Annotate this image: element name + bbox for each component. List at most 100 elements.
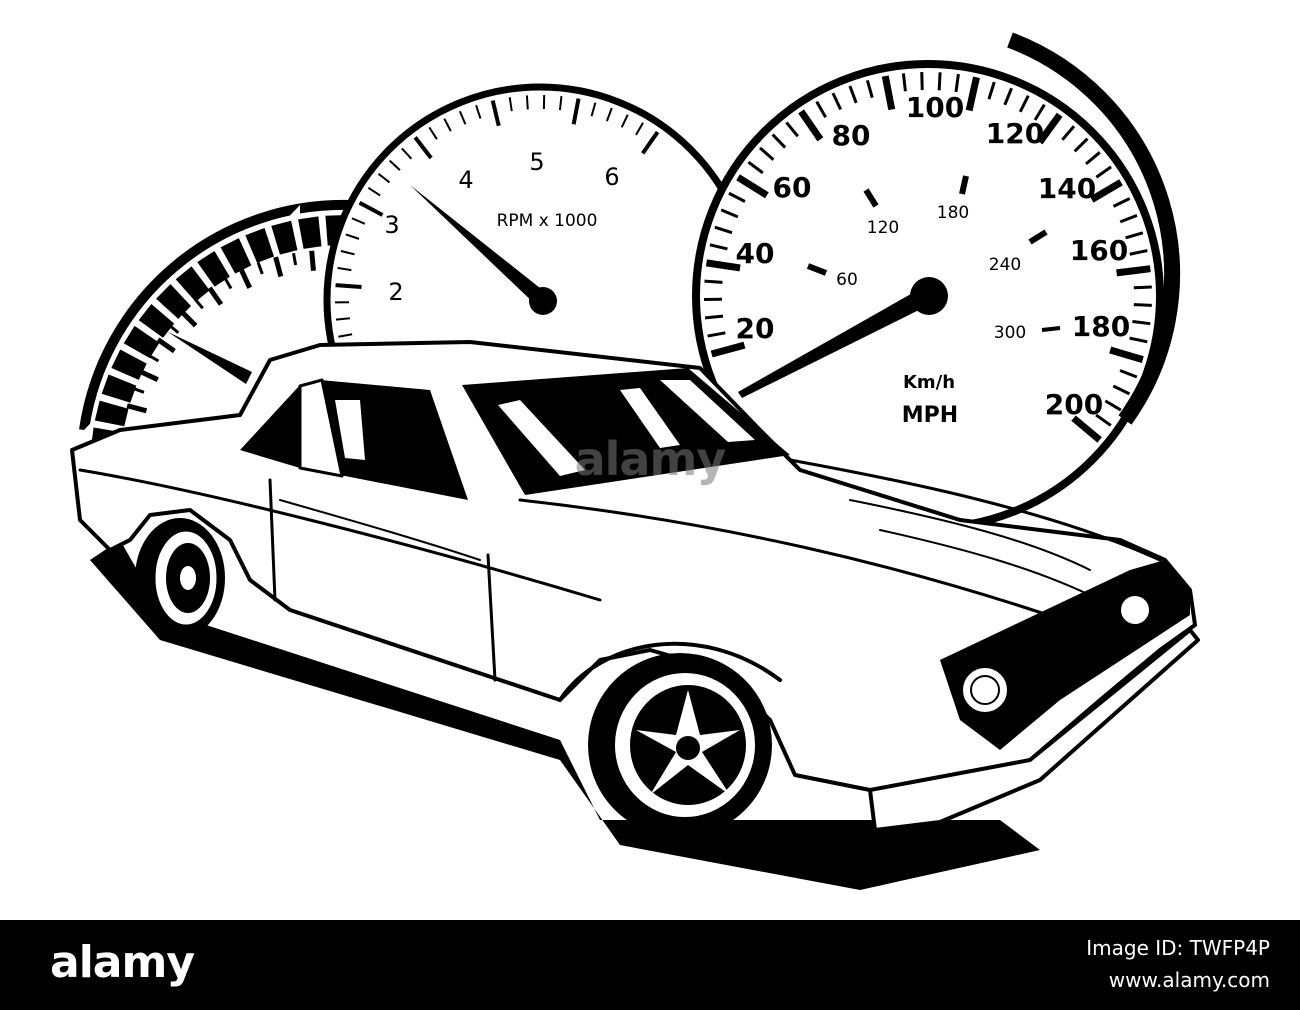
mph-number: 80 <box>832 119 871 152</box>
gauge-tick <box>475 104 482 119</box>
gauge-tick <box>758 146 775 161</box>
gauge-tick <box>1116 265 1151 277</box>
gauge-block <box>271 220 298 255</box>
gauge-tick <box>635 122 644 136</box>
left-gauge-needle <box>168 332 252 384</box>
gauge-block <box>245 228 274 263</box>
gauge-tick <box>1119 213 1138 224</box>
gauge-tick <box>179 309 198 328</box>
gauge-tick <box>831 92 842 111</box>
gauge-tick <box>1033 103 1046 121</box>
car-headlight <box>1117 592 1153 628</box>
gauge-tick <box>168 323 180 334</box>
gauge-block <box>220 238 252 274</box>
gauge-tick <box>193 298 204 310</box>
gauge-tick <box>736 174 769 199</box>
gauge-tick <box>337 266 352 272</box>
gauge-block <box>111 349 147 380</box>
rpm-number: 3 <box>384 211 399 239</box>
gauge-tick <box>714 225 733 235</box>
kmh-number: 180 <box>937 203 969 223</box>
gauge-tick <box>965 76 980 112</box>
mph-number: 60 <box>773 171 812 204</box>
gauge-tick <box>1061 125 1076 141</box>
left-gauge-ticks <box>126 250 316 414</box>
car-rear-wheel <box>135 518 225 638</box>
gauge-tick <box>865 79 874 99</box>
gauge-tick <box>720 208 739 219</box>
mph-number: 160 <box>1070 234 1128 267</box>
gauge-tick <box>1104 399 1122 412</box>
gauge-tick <box>377 173 391 184</box>
gauge-tick <box>1018 95 1030 113</box>
gauge-tick <box>207 286 224 306</box>
gauge-tick <box>954 73 960 93</box>
gauge-tick <box>704 314 724 320</box>
gauge-tick <box>458 110 467 125</box>
kmh-number: 60 <box>836 270 858 290</box>
kmh-number: 120 <box>867 218 899 238</box>
gauge-tick <box>428 126 438 140</box>
gauge-tick <box>309 250 316 271</box>
gauge-tick <box>1073 137 1089 153</box>
rpm-unit-label: RPM x 1000 <box>497 211 598 231</box>
gauge-tick <box>508 97 513 112</box>
gauge-tick <box>558 96 563 111</box>
gauge-block <box>298 216 322 249</box>
speed-gauge-ticks <box>704 72 1152 443</box>
mph-number: 180 <box>1072 310 1130 343</box>
gauge-tick <box>1085 151 1101 166</box>
gauge-tick <box>901 73 907 92</box>
car-front-wheel <box>588 653 772 837</box>
gauge-tick <box>1095 413 1112 427</box>
gauge-tick <box>881 75 896 111</box>
gauge-tick <box>705 259 741 272</box>
gauge-tick <box>620 114 629 128</box>
gauge-tick <box>223 277 233 290</box>
gauge-tick <box>605 107 613 122</box>
gauge-tick <box>273 256 284 278</box>
gauge-tick <box>292 252 298 266</box>
speed-hub <box>910 277 948 315</box>
gauge-tick <box>704 279 723 284</box>
gauge-tick <box>367 187 381 197</box>
rpm-hub <box>529 287 557 315</box>
gauge-tick <box>937 72 942 91</box>
gauge-tick <box>1119 369 1138 379</box>
gauge-tick <box>126 403 148 414</box>
gauge-tick <box>747 160 764 175</box>
gauge-tick <box>401 147 413 160</box>
rpm-number: 5 <box>529 148 544 176</box>
car-headlight <box>959 664 1011 716</box>
gauge-tick <box>1132 319 1151 326</box>
gauge-tick <box>238 268 252 289</box>
gauge-tick <box>571 98 581 125</box>
gauge-tick <box>1071 415 1102 443</box>
gauge-tick <box>1125 231 1144 240</box>
gauge-tick <box>1112 197 1131 208</box>
rpm-number: 6 <box>604 163 619 191</box>
gauge-tick <box>1036 112 1063 145</box>
gauge-tick <box>490 100 501 127</box>
gauge-tick <box>771 133 787 149</box>
speed-gauge: 20 40 60 80 100 120 140 160 180 200 60 1… <box>692 32 1181 532</box>
gauge-tick <box>798 109 824 142</box>
footer-logo: alamy <box>50 937 195 988</box>
mph-number: 40 <box>736 237 775 270</box>
gauge-tick <box>707 331 726 338</box>
gauge-tick <box>1109 346 1144 363</box>
gauge-tick <box>413 136 433 160</box>
rpm-number: 4 <box>458 166 473 194</box>
mph-unit-label: MPH <box>902 403 958 428</box>
kmh-number: 240 <box>989 255 1021 275</box>
gauge-tick <box>147 353 160 363</box>
gauge-tick <box>156 337 176 354</box>
gauge-tick <box>1129 336 1148 344</box>
center-watermark: alamy <box>575 432 727 486</box>
car-bumper <box>868 628 1200 832</box>
gauge-tick <box>335 283 362 289</box>
gauge-tick <box>443 118 452 132</box>
gauge-block <box>156 284 191 319</box>
gauge-tick <box>525 95 529 110</box>
gauge-tick <box>345 233 360 240</box>
